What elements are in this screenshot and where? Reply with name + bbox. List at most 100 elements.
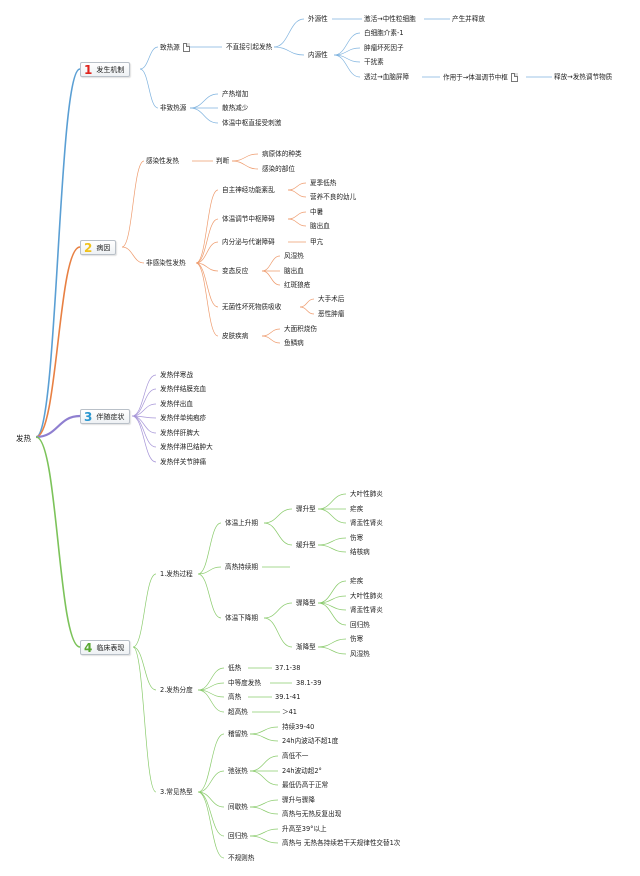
- node-process[interactable]: 1.发热过程: [160, 570, 193, 578]
- connector: [317, 544, 347, 553]
- node-allergy[interactable]: 变态反应: [222, 267, 249, 275]
- node-recurrent-1[interactable]: 升高至39°以上: [282, 825, 327, 833]
- node-mid-value[interactable]: 38.1-39: [296, 679, 322, 687]
- node-sudden-fall[interactable]: 骤降型: [296, 599, 316, 607]
- node-falling[interactable]: 体温下降期: [225, 614, 258, 622]
- node-symptom[interactable]: 发热伴单纯疱疹: [160, 414, 207, 422]
- node-endogenous[interactable]: 内源性: [308, 51, 328, 59]
- node-continued[interactable]: 稽留热: [228, 730, 248, 738]
- node-remittent-3[interactable]: 最低仍高于正常: [282, 781, 329, 789]
- connector: [231, 153, 259, 162]
- node-malaria-2[interactable]: 疟疾: [350, 577, 364, 585]
- node-typhoid-2[interactable]: 伤寒: [350, 635, 364, 643]
- node-symptom[interactable]: 发热伴淋巴结肿大: [160, 443, 213, 451]
- node-rheumatic-2[interactable]: 风湿热: [350, 650, 370, 658]
- node-il1[interactable]: 白细胞介素-1: [364, 29, 404, 37]
- branch-mechanism[interactable]: 1 发生机制: [80, 62, 131, 77]
- node-surgery[interactable]: 大手术后: [318, 295, 345, 303]
- node-lobar-2[interactable]: 大叶性肺炎: [350, 592, 383, 600]
- node-intermittent[interactable]: 间歇热: [228, 803, 248, 811]
- node-bbb[interactable]: 透过→血脑屏障: [364, 73, 410, 81]
- node-autonomic[interactable]: 自主神经功能紊乱: [222, 186, 275, 194]
- node-slow-fall[interactable]: 渐降型: [296, 643, 316, 651]
- node-symptom[interactable]: 发热伴出血: [160, 400, 193, 408]
- node-low[interactable]: 低热: [228, 664, 242, 672]
- branch-symptoms[interactable]: 3 伴随症状: [80, 409, 131, 424]
- node-plateau[interactable]: 高热持续期: [225, 563, 258, 571]
- node-ifn[interactable]: 干扰素: [364, 58, 384, 66]
- node-extreme-value[interactable]: ＞41: [282, 708, 297, 716]
- node-hyperthyroid[interactable]: 甲亢: [310, 238, 324, 246]
- node-extreme[interactable]: 超高热: [228, 708, 248, 716]
- node-tnf[interactable]: 肿瘤坏死因子: [364, 44, 404, 52]
- node-symptom[interactable]: 发热伴结膜充血: [160, 385, 207, 393]
- node-ichthyosis[interactable]: 鱼鳞病: [284, 339, 304, 347]
- node-types[interactable]: 3.常见热型: [160, 788, 193, 796]
- node-non-pyrogen[interactable]: 非致热源: [160, 104, 187, 112]
- node-recurrent-2[interactable]: 高热与 无热各持续若干天规律性交替1次: [282, 839, 401, 847]
- node-skin[interactable]: 皮肤疾病: [222, 332, 249, 340]
- node-pyelo[interactable]: 肾盂性肾炎: [350, 519, 383, 527]
- node-pathogen[interactable]: 病原体的种类: [262, 150, 302, 158]
- node-noninfectious[interactable]: 非感染性发热: [146, 259, 186, 267]
- node-thermo[interactable]: 体温调节中枢障碍: [222, 215, 275, 223]
- node-symptom[interactable]: 发热伴寒战: [160, 371, 193, 379]
- node-pyelo-2[interactable]: 肾盂性肾炎: [350, 606, 383, 614]
- node-intermittent-2[interactable]: 高热与无热反复出现: [282, 810, 342, 818]
- node-remittent-1[interactable]: 高低不一: [282, 752, 309, 760]
- node-site[interactable]: 感染的部位: [262, 165, 295, 173]
- node-intermittent-1[interactable]: 骤升与骤降: [282, 796, 315, 804]
- connector: [197, 682, 225, 691]
- node-release[interactable]: 产生并释放: [452, 15, 485, 23]
- node-grading[interactable]: 2.发热分度: [160, 686, 193, 694]
- node-pyrogen[interactable]: 致热源: [160, 43, 190, 52]
- node-burn[interactable]: 大面积烧伤: [284, 325, 317, 333]
- node-typhoid[interactable]: 伤寒: [350, 534, 364, 542]
- node-center[interactable]: 体温中枢直接受刺激: [222, 119, 282, 127]
- node-summer[interactable]: 夏季低热: [310, 179, 337, 187]
- node-release-substance[interactable]: 释放→发热调节物质: [554, 73, 613, 81]
- node-rising[interactable]: 体温上升期: [225, 519, 258, 527]
- connector: [261, 270, 281, 286]
- node-sudden-rise[interactable]: 骤升型: [296, 505, 316, 513]
- node-continued-1[interactable]: 持续39-40: [282, 723, 315, 731]
- node-indirect[interactable]: 不直接引起发热: [226, 43, 273, 51]
- node-continued-2[interactable]: 24h内波动不超1度: [282, 737, 339, 745]
- root-node[interactable]: 发热: [16, 434, 31, 443]
- node-irregular[interactable]: 不规则热: [228, 854, 255, 862]
- node-activate[interactable]: 激活→中性粒细胞: [364, 15, 416, 23]
- node-necrosis[interactable]: 无菌性坏死物质吸收: [222, 303, 282, 311]
- node-exogenous[interactable]: 外源性: [308, 15, 328, 23]
- node-tumor[interactable]: 恶性肿瘤: [318, 310, 345, 318]
- node-relapsing[interactable]: 回归热: [350, 621, 370, 629]
- node-rheumatic[interactable]: 风湿热: [284, 252, 304, 260]
- branch-etiology[interactable]: 2 病因: [80, 240, 117, 255]
- node-endocrine[interactable]: 内分泌与代谢障碍: [222, 238, 275, 246]
- node-symptom[interactable]: 发热伴关节肿痛: [160, 458, 207, 466]
- node-lobar[interactable]: 大叶性肺炎: [350, 490, 383, 498]
- node-low-value[interactable]: 37.1-38: [275, 664, 301, 672]
- branch-clinical[interactable]: 4 临床表现: [80, 640, 131, 655]
- node-high[interactable]: 高热: [228, 693, 242, 701]
- node-recurrent[interactable]: 回归热: [228, 832, 248, 840]
- node-judge[interactable]: 判断: [216, 157, 230, 165]
- node-infant[interactable]: 营养不良的幼儿: [310, 193, 357, 201]
- node-infectious[interactable]: 感染性发热: [146, 157, 179, 165]
- node-tb[interactable]: 结核病: [350, 548, 370, 556]
- node-high-value[interactable]: 39.1-41: [275, 693, 301, 701]
- node-lupus[interactable]: 红斑狼疮: [284, 281, 311, 289]
- connector: [197, 522, 222, 575]
- node-mid[interactable]: 中等度发热: [228, 679, 261, 687]
- node-hemorrhage-2[interactable]: 脑出血: [284, 267, 304, 275]
- node-remittent-2[interactable]: 24h波动超2°: [282, 767, 322, 775]
- node-slow-rise[interactable]: 缓升型: [296, 541, 316, 549]
- node-malaria[interactable]: 疟疾: [350, 505, 364, 513]
- node-heatstroke[interactable]: 中暑: [310, 208, 324, 216]
- node-symptom[interactable]: 发热伴肝脾大: [160, 429, 200, 437]
- node-heat-down[interactable]: 散热减少: [222, 104, 249, 112]
- node-hemorrhage[interactable]: 脑出血: [310, 222, 330, 230]
- node-acts-on[interactable]: 作用于→体温调节中枢: [443, 73, 518, 82]
- node-heat-up[interactable]: 产热增加: [222, 90, 249, 98]
- node-remittent[interactable]: 弛张热: [228, 767, 248, 775]
